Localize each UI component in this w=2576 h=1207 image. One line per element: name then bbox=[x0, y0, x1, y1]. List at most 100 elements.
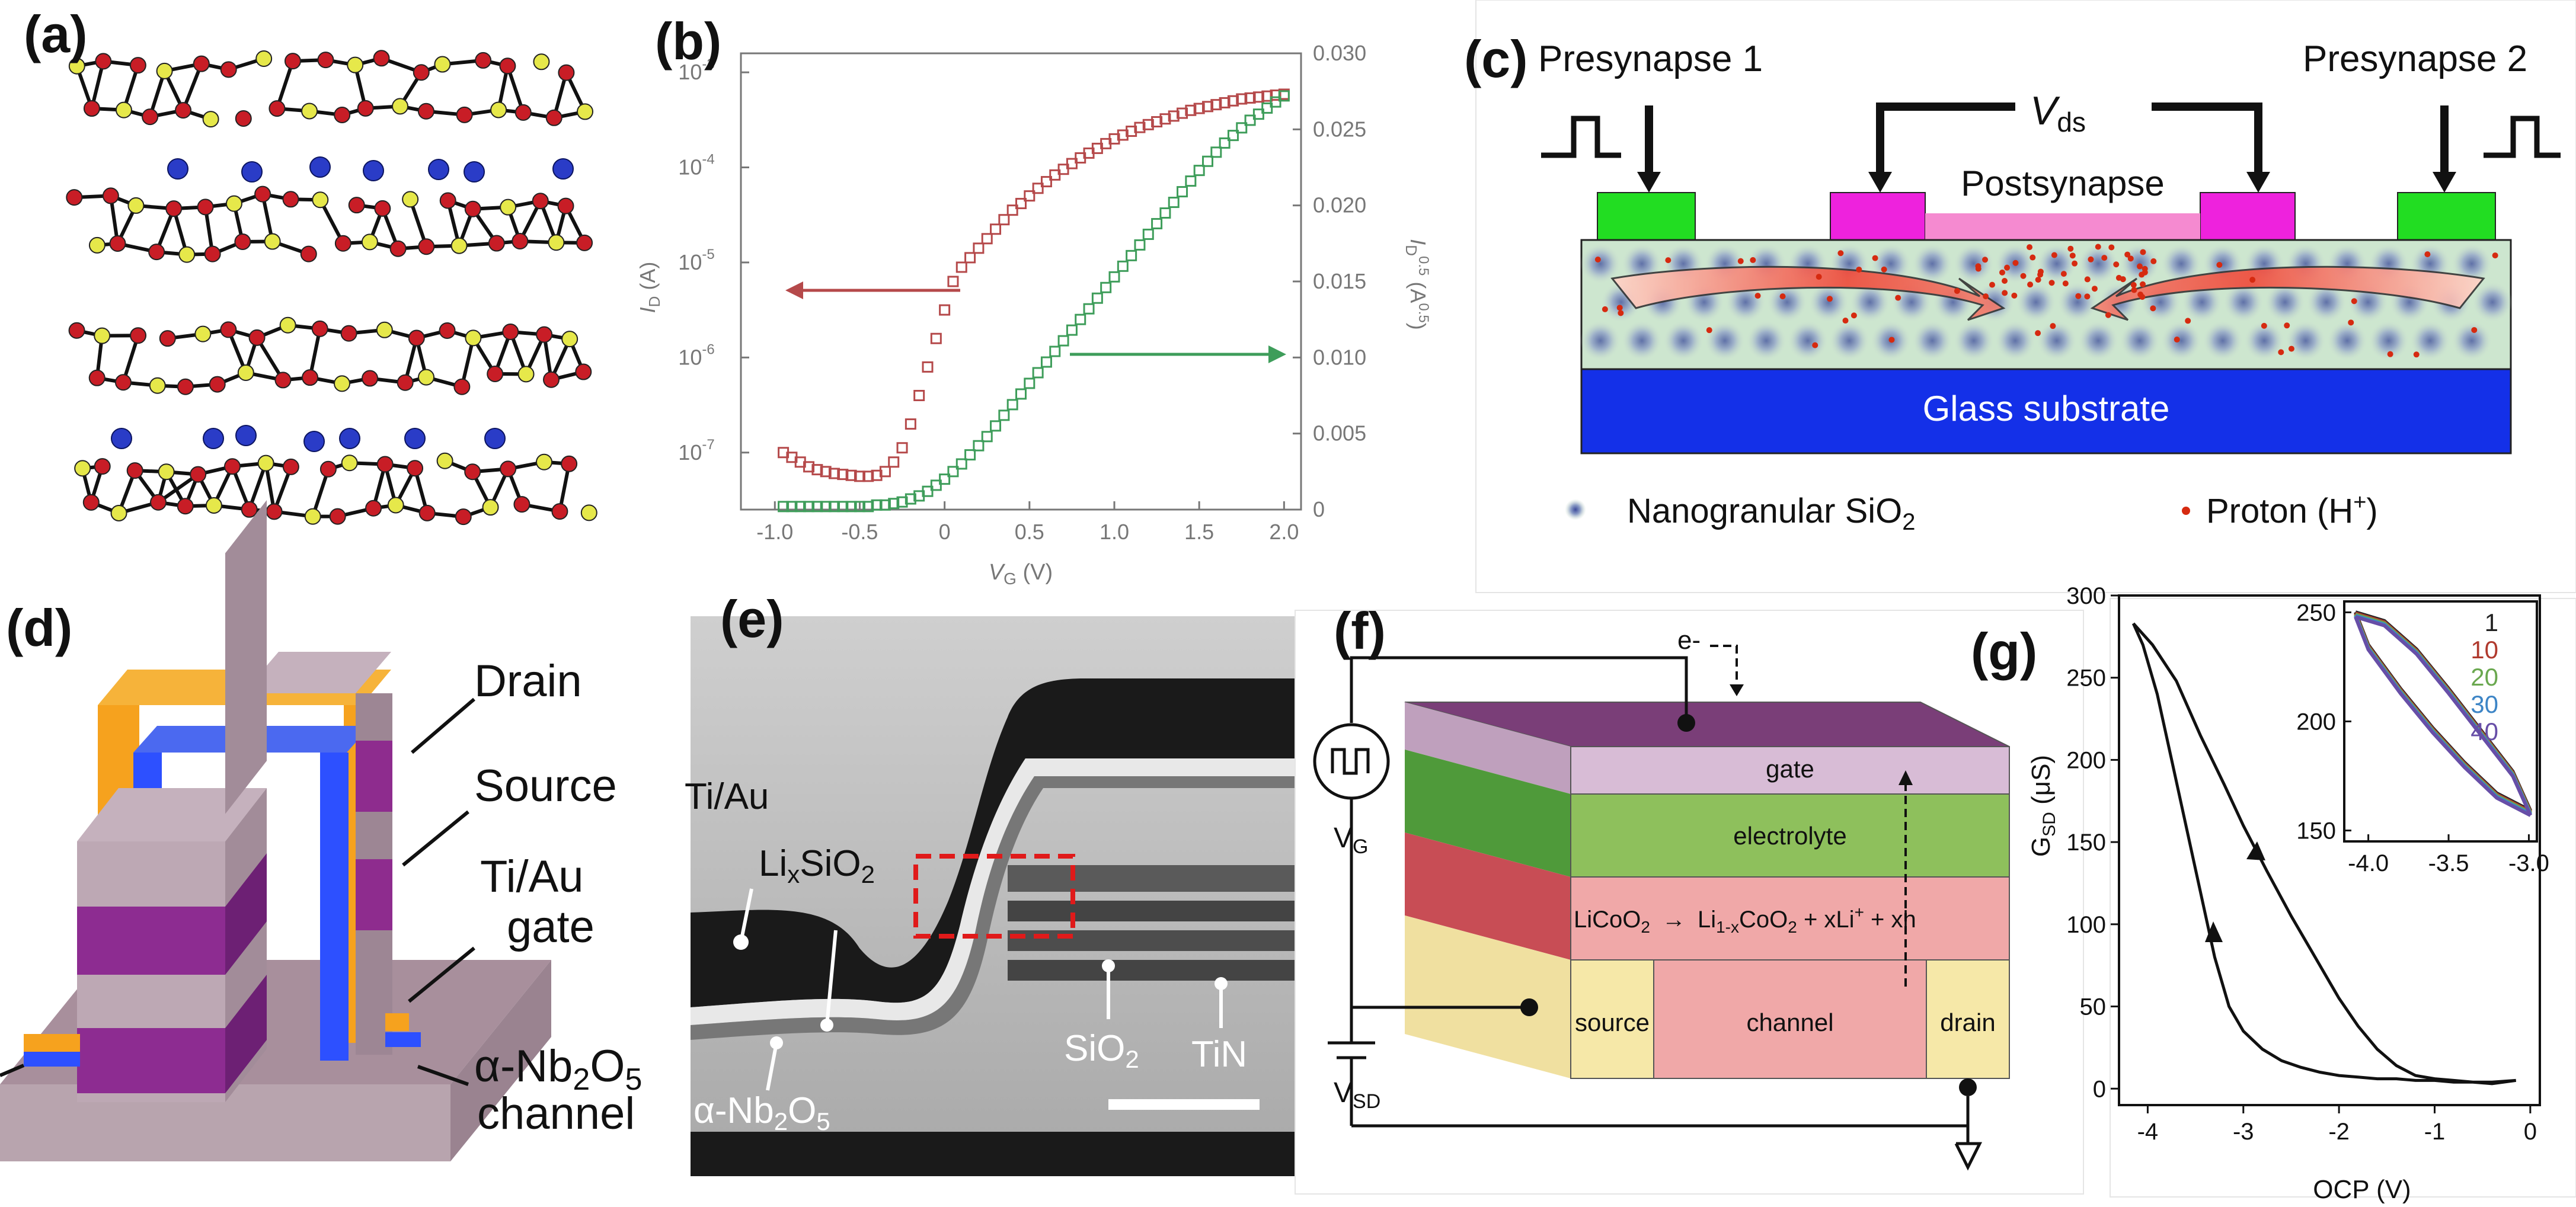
nanogranule bbox=[2286, 321, 2326, 361]
nanogranule bbox=[1663, 321, 1704, 361]
id-log-point bbox=[981, 233, 993, 245]
proton-dot bbox=[2387, 351, 2393, 357]
nanogranule bbox=[1912, 321, 1952, 361]
lattice-atom bbox=[387, 497, 404, 514]
lattice-atom bbox=[193, 55, 210, 72]
proton-dot bbox=[1975, 265, 1981, 272]
panel-b-yleft-tick-label: 10-7 bbox=[678, 437, 714, 465]
lattice-atom bbox=[365, 500, 382, 517]
panel-d-label: (d) bbox=[6, 598, 72, 657]
nanogranule bbox=[1912, 244, 1952, 284]
id-sqrt-point bbox=[1015, 388, 1027, 400]
inset-x-tick-label: -3.0 bbox=[2508, 850, 2549, 876]
panel-a-label: (a) bbox=[24, 5, 88, 63]
nanogranule bbox=[2369, 321, 2409, 361]
panel-b-yleft-tick-label: 10-5 bbox=[678, 246, 714, 274]
lattice-atom bbox=[500, 460, 517, 478]
lattice-atom bbox=[282, 458, 299, 475]
id-log-point bbox=[854, 470, 865, 482]
proton-dot bbox=[2105, 312, 2111, 318]
pulse-icon-right bbox=[2484, 116, 2561, 158]
inset-legend-entry: 20 bbox=[2470, 663, 2498, 691]
id-sqrt-point bbox=[1040, 356, 1052, 368]
inset-y-tick-label: 150 bbox=[2296, 818, 2336, 844]
panel-g-y-tick-label: 100 bbox=[2066, 912, 2106, 938]
id-sqrt-point bbox=[862, 501, 874, 513]
nanogranule bbox=[2203, 321, 2243, 361]
inset-legend-entry: 1 bbox=[2485, 609, 2498, 636]
postsynapse-label: Postsynapse bbox=[1961, 164, 2165, 203]
id-log-point bbox=[964, 252, 976, 264]
lattice-atom bbox=[402, 191, 419, 208]
panel-b-x-tick-label: -1.0 bbox=[756, 520, 793, 544]
lattice-ion bbox=[203, 428, 224, 449]
lattice-atom bbox=[362, 370, 379, 387]
lattice-atom bbox=[279, 316, 296, 334]
nanogranular-legend-icon bbox=[1565, 499, 1586, 520]
drain-electrode bbox=[2200, 192, 2296, 241]
proton-dot bbox=[1616, 305, 1623, 311]
electrolyte-layer-label: electrolyte bbox=[1733, 822, 1846, 850]
id-sqrt-point bbox=[1261, 102, 1273, 114]
id-log-point bbox=[888, 456, 900, 468]
id-log-point bbox=[1066, 158, 1078, 169]
lattice-atom bbox=[202, 111, 219, 128]
id-sqrt-point bbox=[1083, 303, 1095, 315]
id-log-point bbox=[922, 361, 934, 373]
id-sqrt-point bbox=[973, 440, 985, 452]
lattice-atom bbox=[418, 504, 436, 521]
id-sqrt-point bbox=[955, 458, 967, 470]
panel-b-x-tick-label: 0 bbox=[939, 520, 951, 544]
tiau-label: Ti/Au bbox=[685, 776, 769, 817]
panel-g-x-tick-label: -2 bbox=[2328, 1119, 2350, 1145]
nanogranule bbox=[1580, 321, 1621, 361]
lattice-atom bbox=[548, 234, 565, 251]
id-log-point bbox=[1024, 190, 1035, 202]
lattice-atom bbox=[517, 366, 535, 383]
nanogranule bbox=[1622, 321, 1662, 361]
id-sqrt-point bbox=[1252, 108, 1264, 120]
lattice-atom bbox=[397, 374, 414, 391]
lattice-atom bbox=[417, 103, 434, 120]
lattice-atom bbox=[266, 503, 283, 520]
right-axis-arrowhead bbox=[1268, 345, 1286, 363]
lattice-atom bbox=[115, 101, 132, 119]
id-log-point bbox=[1270, 89, 1281, 101]
id-log-point bbox=[1202, 101, 1213, 113]
panel-a-crystal-structure bbox=[66, 50, 597, 526]
lattice-atom bbox=[88, 369, 106, 386]
lattice-ion bbox=[303, 431, 325, 452]
id-log-point bbox=[896, 442, 908, 454]
lattice-ion bbox=[339, 428, 360, 449]
lattice-atom bbox=[269, 100, 286, 117]
panel-b-x-tick-label: 1.5 bbox=[1184, 520, 1214, 544]
panel-g-y-tick-label: 200 bbox=[2066, 747, 2106, 773]
id-log-point bbox=[990, 223, 1002, 235]
nanogranule bbox=[1746, 321, 1786, 361]
proton-dot bbox=[2002, 290, 2008, 296]
proton-dot bbox=[1779, 293, 1786, 300]
proton-dot bbox=[1754, 293, 1761, 299]
panel-g-plot-frame bbox=[2118, 594, 2541, 1106]
proton-dot bbox=[2002, 278, 2008, 284]
lattice-atom bbox=[490, 101, 507, 119]
lattice-atom bbox=[532, 193, 549, 210]
proton-dot bbox=[2124, 251, 2131, 258]
nanogranule bbox=[1767, 282, 1807, 322]
lattice-atom bbox=[374, 200, 391, 217]
id-log-point bbox=[1006, 204, 1018, 216]
lattice-atom bbox=[561, 331, 579, 348]
proton-dot bbox=[2348, 319, 2354, 326]
presynapse-1-electrode bbox=[1597, 192, 1696, 241]
nanogranule bbox=[2078, 321, 2118, 361]
lattice-atom bbox=[558, 64, 575, 81]
lattice-ion bbox=[241, 161, 263, 183]
proton-dot bbox=[2035, 277, 2041, 283]
lattice-atom bbox=[304, 508, 321, 525]
id-log-point bbox=[939, 304, 951, 316]
proton-dot bbox=[2072, 260, 2078, 267]
lattice-atom bbox=[126, 462, 143, 479]
id-log-point bbox=[1126, 126, 1137, 137]
id-sqrt-point bbox=[947, 466, 959, 478]
